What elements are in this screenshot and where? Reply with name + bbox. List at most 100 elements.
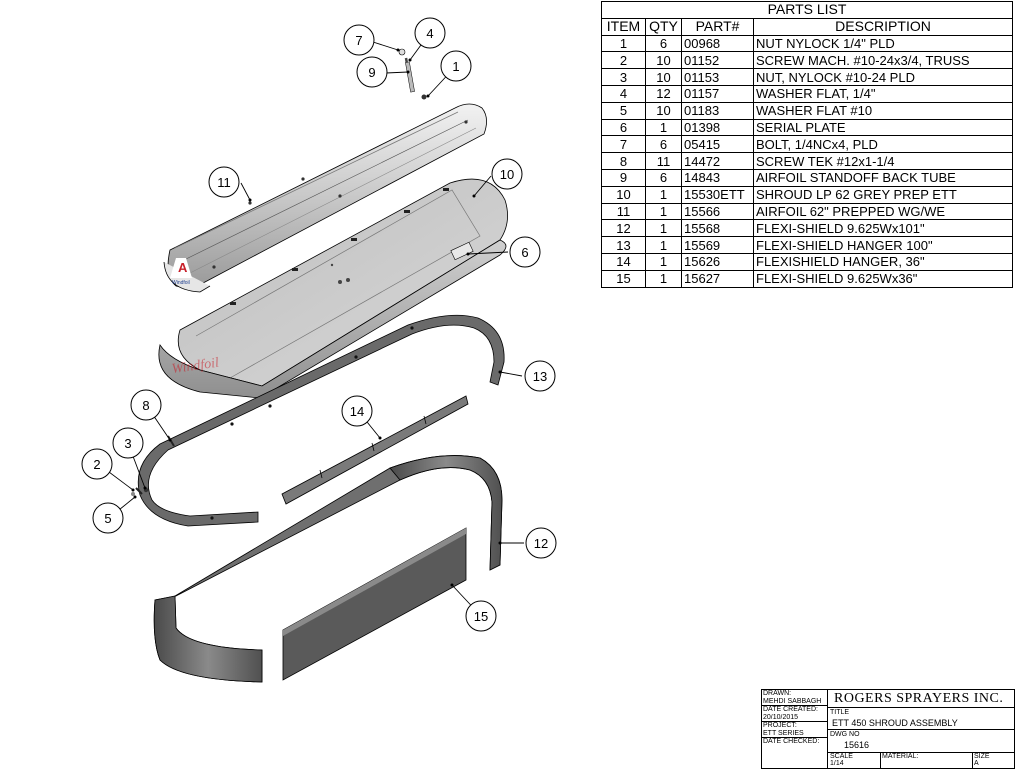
part-number-cell: 15530ETT [681, 185, 754, 204]
parts-list-header-row: ITEM QTY PART# DESCRIPTION [601, 17, 1013, 36]
balloon-3: 3 [112, 427, 144, 459]
part-number-cell: 15568 [681, 219, 754, 238]
part-number-cell: 15569 [681, 236, 754, 254]
dwg-label: DWG NO [830, 731, 860, 738]
description-cell: AIRFOIL 62" PREPPED WG/WE [753, 202, 1013, 221]
balloon-15: 15 [465, 600, 497, 632]
date-created-label: DATE CREATED: [763, 706, 818, 713]
description-cell: NUT NYLOCK 1/4" PLD [753, 34, 1013, 53]
hardware-items [131, 48, 427, 496]
item-cell: 15 [601, 269, 646, 288]
date-created-value: 20/10/2015 [763, 714, 799, 721]
qty-cell: 11 [645, 152, 682, 170]
serial-plate-part [450, 241, 474, 261]
description-cell: AIRFOIL STANDOFF BACK TUBE [753, 168, 1013, 187]
material-label: MATERIAL: [882, 753, 919, 760]
part-number-cell: 14472 [681, 152, 754, 170]
balloon-7-label: 7 [355, 33, 362, 48]
hanger-36-part [281, 395, 469, 505]
size-label: SIZE [974, 753, 990, 760]
description-cell: FLEXI-SHIELD 9.625Wx36" [753, 269, 1013, 288]
qty-cell: 1 [645, 118, 682, 137]
balloon-1-label: 1 [452, 59, 459, 74]
header-description: DESCRIPTION [753, 17, 1013, 36]
flexi-shield-36-part [282, 527, 467, 681]
balloon-4: 4 [414, 17, 446, 49]
qty-cell: 10 [645, 51, 682, 70]
balloon-15-label: 15 [474, 609, 488, 624]
balloon-13: 13 [524, 360, 556, 392]
scale-value: 1/14 [830, 760, 844, 767]
part-number-cell: 01157 [681, 84, 754, 103]
item-cell: 1 [601, 34, 646, 53]
shroud-script-decal: Windfoil [171, 356, 220, 377]
drawn-label: DRAWN: [763, 690, 792, 697]
description-cell: SCREW TEK #12x1-1/4 [753, 152, 1013, 170]
washer-part [398, 48, 406, 56]
part-number-cell: 01152 [681, 51, 754, 70]
item-balloons: 1 2 3 4 5 6 7 8 9 10 11 12 13 14 15 [81, 17, 557, 632]
item-cell: 3 [601, 68, 646, 86]
description-cell: SERIAL PLATE [753, 118, 1013, 137]
balloon-8: 8 [130, 389, 162, 421]
airfoil-logo-decal: A Windfoil [170, 258, 192, 286]
item-cell: 6 [601, 118, 646, 137]
flexi-shield-101-part [153, 455, 503, 683]
balloon-8-label: 8 [142, 398, 149, 413]
item-cell: 13 [601, 236, 646, 254]
part-number-cell: 14843 [681, 168, 754, 187]
item-cell: 12 [601, 219, 646, 238]
balloon-6-label: 6 [521, 245, 528, 260]
balloon-12: 12 [525, 527, 557, 559]
item-cell: 8 [601, 152, 646, 170]
qty-cell: 1 [645, 252, 682, 271]
qty-cell: 10 [645, 68, 682, 86]
balloon-5-label: 5 [104, 511, 111, 526]
flat-washer-part [131, 492, 135, 496]
airfoil-logo-letter: A [178, 260, 188, 275]
balloon-4-label: 4 [426, 26, 433, 41]
balloon-10: 10 [491, 158, 523, 190]
item-cell: 5 [601, 101, 646, 120]
scale-label: SCALE [830, 753, 853, 760]
project-label: PROJECT: [763, 722, 797, 729]
description-cell: FLEXI-SHIELD 9.625Wx101" [753, 219, 1013, 238]
balloon-14: 14 [341, 395, 373, 427]
description-cell: BOLT, 1/4NCx4, PLD [753, 135, 1013, 154]
item-cell: 7 [601, 135, 646, 154]
qty-cell: 1 [645, 269, 682, 288]
part-number-cell: 01183 [681, 101, 754, 120]
item-cell: 9 [601, 168, 646, 187]
nut-part [421, 94, 427, 100]
balloon-14-label: 14 [350, 404, 364, 419]
description-cell: FLEXISHIELD HANGER, 36" [753, 252, 1013, 271]
header-item: ITEM [601, 17, 646, 36]
balloon-11-label: 11 [217, 175, 231, 190]
item-cell: 10 [601, 185, 646, 204]
description-cell: WASHER FLAT #10 [753, 101, 1013, 120]
qty-cell: 6 [645, 168, 682, 187]
part-number-cell: 15627 [681, 269, 754, 288]
description-cell: SCREW MACH. #10-24x3/4, TRUSS [753, 51, 1013, 70]
description-cell: FLEXI-SHIELD HANGER 100" [753, 236, 1013, 254]
description-cell: WASHER FLAT, 1/4" [753, 84, 1013, 103]
dwg-value: 15616 [844, 740, 870, 750]
size-value: A [974, 760, 979, 767]
qty-cell: 10 [645, 101, 682, 120]
qty-cell: 1 [645, 219, 682, 238]
item-cell: 4 [601, 84, 646, 103]
balloon-5: 5 [92, 502, 124, 534]
